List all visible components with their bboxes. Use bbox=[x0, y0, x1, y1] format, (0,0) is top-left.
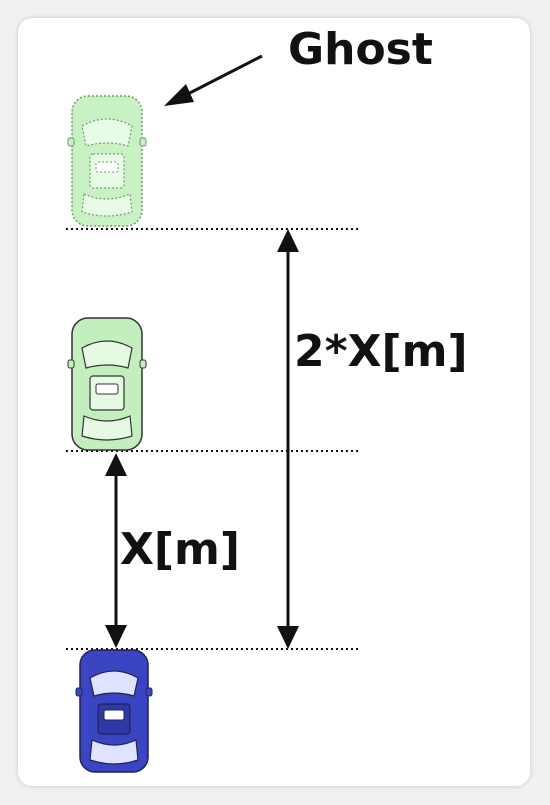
ego-car bbox=[75, 649, 153, 773]
single-distance-label: X[m] bbox=[120, 524, 240, 575]
double-distance-label: 2*X[m] bbox=[294, 326, 468, 377]
single-distance-arrow bbox=[105, 453, 127, 648]
double-distance-arrow bbox=[277, 229, 299, 649]
ghost-pointer-arrow bbox=[164, 54, 263, 106]
ghost-car bbox=[67, 95, 147, 227]
lead-car bbox=[67, 317, 147, 451]
ghost-label: Ghost bbox=[288, 24, 433, 75]
